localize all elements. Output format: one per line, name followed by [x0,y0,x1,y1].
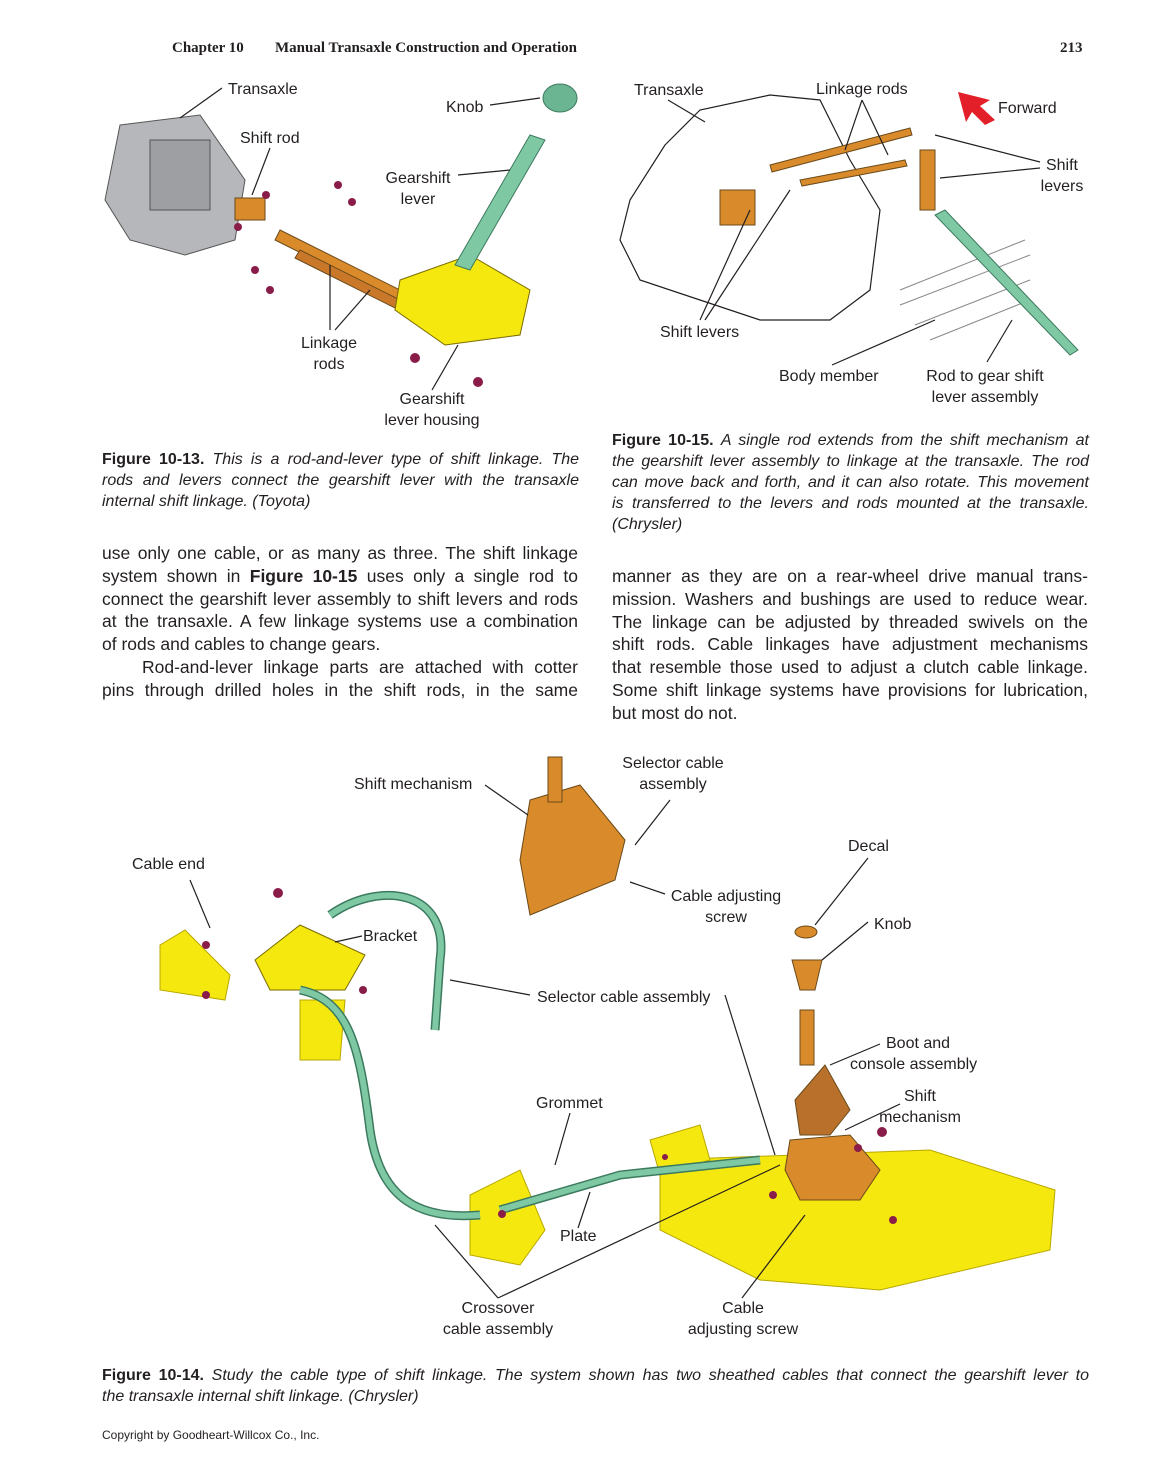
decal [794,925,818,939]
label-cable-end: Cable end [132,856,205,873]
figure-10-13-caption: Figure 10-13. This is a rod-and-lever ty… [102,451,579,510]
label-plate: Plate [560,1228,597,1245]
figure-10-14-caption: Figure 10-14. Study the cable type of sh… [102,1367,1090,1405]
linkage-rods [719,127,936,226]
label-bracket: Bracket [363,928,418,945]
body-text-right: manner as they are on a rear-wheel drive… [612,566,1088,723]
rod-to-gear-shift [934,209,1079,356]
label-forward: Forward [998,100,1057,117]
label-transaxle-15: Transaxle [634,82,704,99]
label-shift-rod: Shift rod [240,130,300,147]
label-knob-14: Knob [874,916,912,933]
transaxle-housing [104,114,246,256]
label-body-member: Body member [779,368,879,385]
copyright: Copyright by Goodheart-Willcox Co., Inc. [102,1428,320,1442]
label-shift-mechanism-top: Shift mechanism [354,776,473,793]
chapter-label: Chapter 10 [172,40,244,56]
label-grommet: Grommet [536,1095,603,1112]
shift-mechanism-top [519,756,626,916]
bolts [202,888,897,1224]
label-transaxle: Transaxle [228,81,298,98]
gearshift-lever [454,134,546,271]
shift-rod [234,197,411,309]
transaxle-outline [619,94,881,321]
label-shift-levers-bottom: Shift levers [660,324,740,341]
leader-lines [189,784,901,1299]
gearshift-lever-housing [394,254,531,346]
forward-arrow-icon [958,92,995,125]
page-number: 213 [1060,40,1083,56]
knob [542,83,578,113]
bracket [254,924,366,991]
chapter-title: Manual Transaxle Construction and Operat… [275,40,577,56]
label-knob: Knob [446,99,484,116]
leader-lines [179,87,541,391]
label-linkage-rods-15: Linkage rods [816,81,908,98]
body-member [899,239,1031,341]
figure-10-15-caption: Figure 10-15. A single rod extends from … [612,432,1090,533]
body-text-left: use only one cable, or as many as three.… [102,543,578,700]
label-decal: Decal [848,838,889,855]
knob-cup [791,959,823,991]
figure-reference: Figure 10-15 [249,565,358,586]
label-selector-cable-assembly: Selector cable assembly [537,989,711,1006]
